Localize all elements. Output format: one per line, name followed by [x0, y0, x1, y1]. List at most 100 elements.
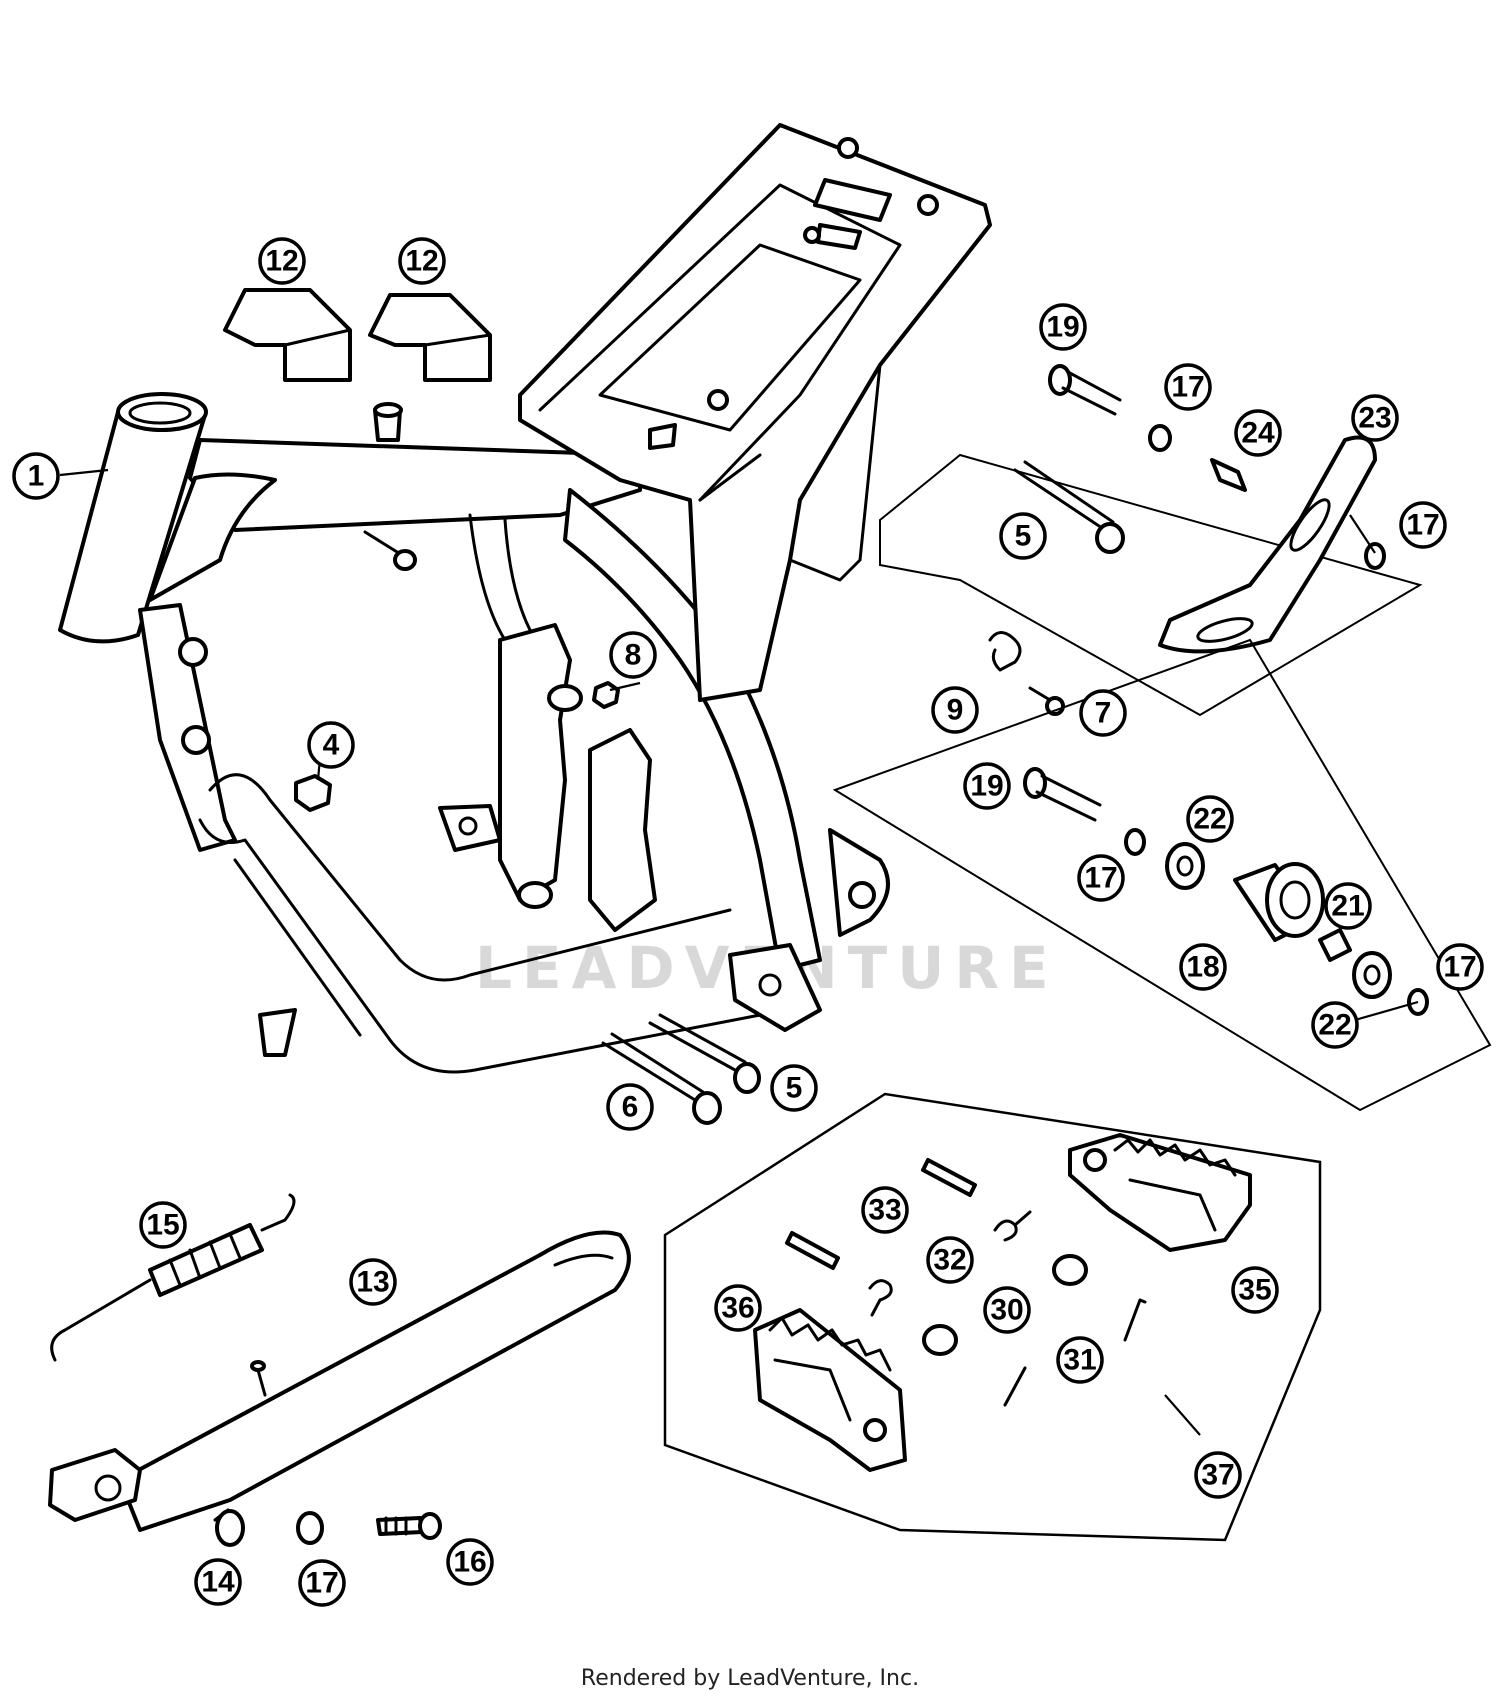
svg-text:9: 9 [947, 694, 964, 727]
callout-32: 32 [926, 1236, 974, 1284]
svg-text:19: 19 [970, 770, 1003, 803]
pin-33-b [785, 1231, 840, 1270]
callout-18: 18 [1179, 943, 1227, 991]
svg-text:17: 17 [1171, 371, 1204, 404]
svg-text:24: 24 [1241, 417, 1275, 450]
callout-36: 36 [714, 1284, 762, 1332]
pin-33-a [921, 1158, 977, 1197]
callout-12-right: 12 [398, 237, 446, 285]
bolt-5-upper [1013, 460, 1125, 554]
callout-12-left: 12 [258, 237, 306, 285]
svg-text:7: 7 [1095, 697, 1112, 730]
callout-30: 30 [983, 1286, 1031, 1334]
callout-13: 13 [349, 1258, 397, 1306]
svg-text:30: 30 [990, 1294, 1023, 1327]
callout-15: 15 [139, 1201, 187, 1249]
screw-7 [1028, 686, 1065, 716]
footpeg-36 [753, 1308, 907, 1472]
brake-pedal-23 [1158, 435, 1377, 654]
svg-text:12: 12 [265, 245, 298, 278]
washer-17-e [296, 1511, 324, 1545]
spring-32-b [868, 1279, 893, 1317]
svg-text:33: 33 [868, 1194, 901, 1227]
washer-30-a [1052, 1254, 1088, 1286]
svg-text:21: 21 [1331, 890, 1364, 923]
callout-35: 35 [1231, 1266, 1279, 1314]
svg-text:17: 17 [1443, 951, 1476, 984]
nut-4 [294, 774, 332, 812]
svg-text:18: 18 [1186, 951, 1219, 984]
callout-17-d: 17 [1436, 943, 1484, 991]
svg-text:16: 16 [453, 1546, 486, 1579]
svg-text:15: 15 [146, 1209, 179, 1242]
bearing-22-b [1352, 951, 1392, 999]
svg-text:23: 23 [1358, 402, 1391, 435]
callout-17-b: 17 [1399, 501, 1447, 549]
svg-text:37: 37 [1201, 1459, 1234, 1492]
callout-33: 33 [861, 1186, 909, 1234]
nut-8 [592, 681, 620, 709]
bolt-16 [376, 1512, 442, 1540]
callout-17-c: 17 [1077, 854, 1125, 902]
callout-19-lower: 19 [963, 762, 1011, 810]
svg-text:4: 4 [323, 729, 340, 762]
callout-17-a: 17 [1164, 363, 1212, 411]
group-outline-pedal [879, 453, 1423, 717]
svg-text:12: 12 [405, 245, 438, 278]
callout-19-top: 19 [1039, 303, 1087, 351]
svg-text:6: 6 [622, 1091, 639, 1124]
callout-14: 14 [194, 1558, 242, 1606]
svg-text:22: 22 [1193, 803, 1226, 836]
callout-31: 31 [1056, 1336, 1104, 1384]
callout-5-upper: 5 [999, 512, 1047, 560]
sleeve-21 [1318, 928, 1352, 962]
callout-9: 9 [931, 686, 979, 734]
callout-1: 1 [12, 452, 60, 500]
bushing-24 [1210, 458, 1247, 492]
svg-text:8: 8 [625, 639, 642, 672]
svg-text:35: 35 [1238, 1274, 1271, 1307]
callout-5-lower: 5 [770, 1064, 818, 1112]
svg-text:14: 14 [201, 1566, 235, 1599]
svg-text:17: 17 [305, 1567, 338, 1600]
washer-17-c [1124, 828, 1146, 856]
svg-text:19: 19 [1046, 311, 1079, 344]
svg-text:1: 1 [28, 460, 45, 493]
callout-24: 24 [1234, 409, 1282, 457]
callout-37: 37 [1194, 1451, 1242, 1499]
svg-text:5: 5 [786, 1072, 803, 1105]
callout-4: 4 [307, 721, 355, 769]
callouts: 1 4 5 5 6 7 8 9 12 12 13 14 15 16 17 17 … [12, 237, 1484, 1607]
cotter-31-a [1123, 1298, 1147, 1342]
spring-15 [50, 1193, 296, 1362]
leader-lines [59, 468, 1419, 1436]
bolt-6 [601, 1032, 722, 1125]
svg-text:17: 17 [1084, 862, 1117, 895]
callout-22-a: 22 [1186, 795, 1234, 843]
svg-text:32: 32 [933, 1244, 966, 1277]
svg-text:5: 5 [1015, 520, 1032, 553]
side-stand-13 [48, 1230, 631, 1532]
clip-9 [988, 631, 1022, 672]
bracket-12-left [223, 288, 352, 382]
callout-23: 23 [1351, 394, 1399, 442]
footpeg-35 [1068, 1133, 1252, 1252]
bearing-22-a [1165, 842, 1205, 890]
washer-30-b [922, 1324, 958, 1356]
callout-6: 6 [606, 1083, 654, 1131]
callout-8: 8 [609, 631, 657, 679]
callout-22-b: 22 [1311, 1001, 1359, 1049]
washer-17-b [1364, 542, 1386, 570]
frame [58, 123, 992, 1074]
callout-21: 21 [1324, 882, 1372, 930]
group-outline-roller [832, 638, 1492, 1112]
spring-32-a [993, 1210, 1032, 1242]
bolt-19-lower [1023, 767, 1102, 822]
washer-17-a [1148, 424, 1172, 452]
svg-text:22: 22 [1318, 1009, 1351, 1042]
svg-text:36: 36 [721, 1292, 754, 1325]
bushing-14 [213, 1508, 245, 1547]
svg-text:17: 17 [1406, 509, 1439, 542]
bracket-12-right [368, 293, 492, 382]
